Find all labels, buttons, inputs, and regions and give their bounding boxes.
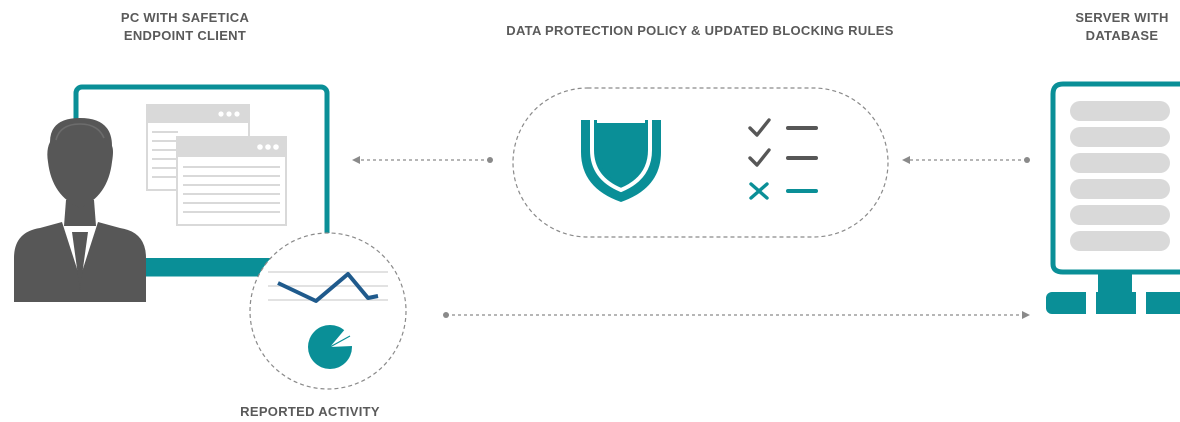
policy-pill [512, 87, 889, 238]
pc-label-line1: PC WITH SAFETICA [120, 10, 250, 25]
reported-activity-label: REPORTED ACTIVITY [240, 404, 380, 419]
server-label: SERVER WITH DATABASE [1052, 9, 1180, 45]
checklist-icon [748, 118, 818, 200]
user-silhouette-icon [14, 118, 146, 302]
reported-activity-circle [249, 232, 407, 390]
arrow-activity-to-server [443, 311, 1030, 319]
window-icon-front [176, 136, 287, 226]
server-icon [1046, 81, 1180, 314]
shield-icon [581, 114, 661, 202]
server-label-line2: DATABASE [1085, 28, 1159, 43]
pie-chart-icon [308, 325, 353, 369]
pc-label: PC WITH SAFETICA ENDPOINT CLIENT [95, 9, 275, 45]
pc-label-line2: ENDPOINT CLIENT [123, 28, 247, 43]
policy-label: DATA PROTECTION POLICY & UPDATED BLOCKIN… [506, 23, 894, 38]
server-label-line1: SERVER WITH [1075, 10, 1169, 25]
arrow-policy-to-pc [352, 156, 493, 164]
line-chart-icon [277, 272, 379, 303]
arrow-server-to-policy [902, 156, 1030, 164]
